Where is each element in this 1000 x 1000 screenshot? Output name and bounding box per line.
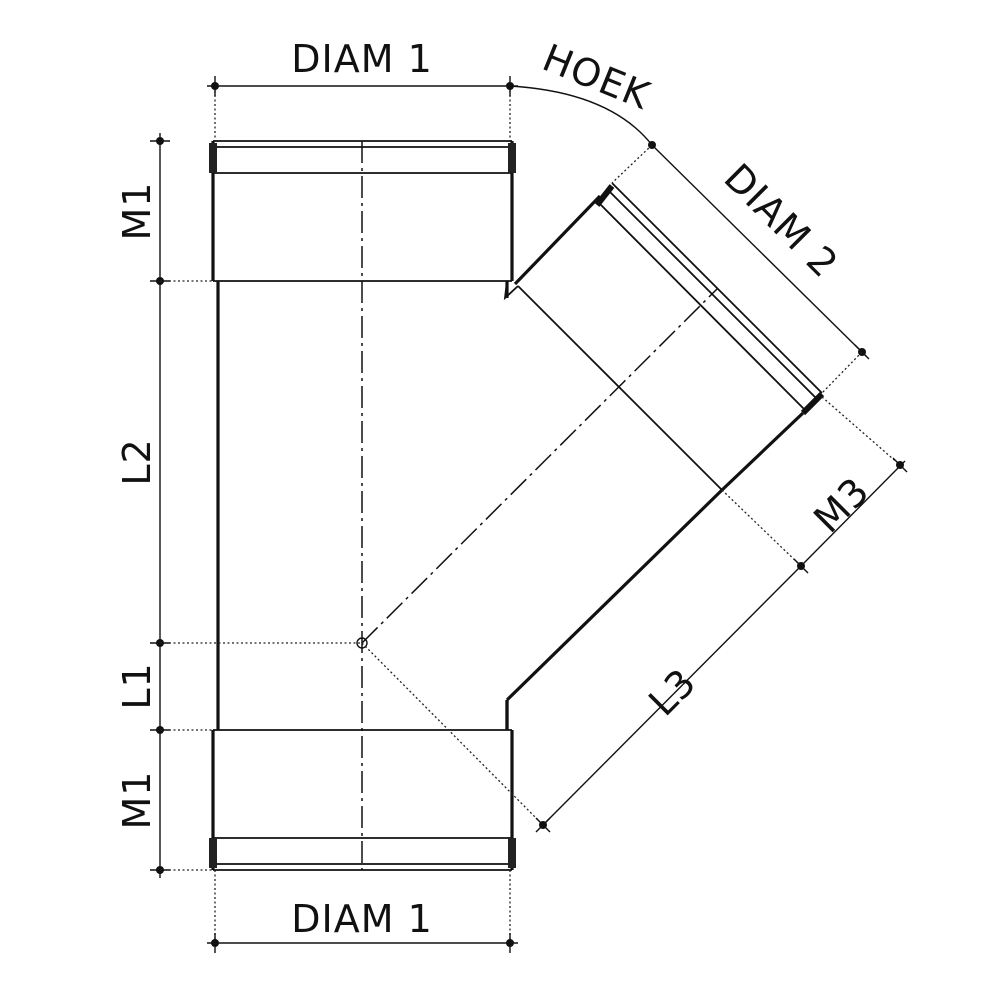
label-l3: L3	[640, 660, 705, 725]
branch-pipe	[356, 182, 825, 730]
label-diam1-bottom: DIAM 1	[291, 897, 433, 941]
label-l1: L1	[115, 662, 159, 709]
seal-ring-right-top	[508, 143, 516, 173]
seal-ring-right-bottom	[508, 838, 516, 868]
dimension-l3: L3	[361, 565, 802, 833]
dimension-diam2: DIAM 2	[651, 144, 870, 394]
dimension-left-chain: M1 L2 L1 M1	[115, 133, 362, 878]
seal-ring-left-bottom	[209, 838, 217, 868]
main-pipe	[209, 140, 516, 871]
label-m3: M3	[805, 469, 878, 542]
dimension-diam1-bottom: DIAM 1	[207, 870, 518, 953]
dimension-hoek: HOEK	[509, 36, 657, 184]
label-m1-top: M1	[115, 182, 159, 241]
label-diam2: DIAM 2	[716, 155, 847, 286]
dimension-m3: M3	[721, 396, 908, 574]
dimension-diam1-top: DIAM 1	[207, 37, 518, 141]
branch-center-axis	[361, 288, 718, 644]
label-l2: L2	[115, 438, 159, 485]
origin-point	[356, 637, 368, 649]
label-m1-bottom: M1	[115, 771, 159, 830]
seal-ring-left-top	[209, 143, 217, 173]
label-diam1-top: DIAM 1	[291, 37, 433, 81]
top-socket	[209, 140, 516, 282]
label-hoek: HOEK	[537, 36, 657, 119]
